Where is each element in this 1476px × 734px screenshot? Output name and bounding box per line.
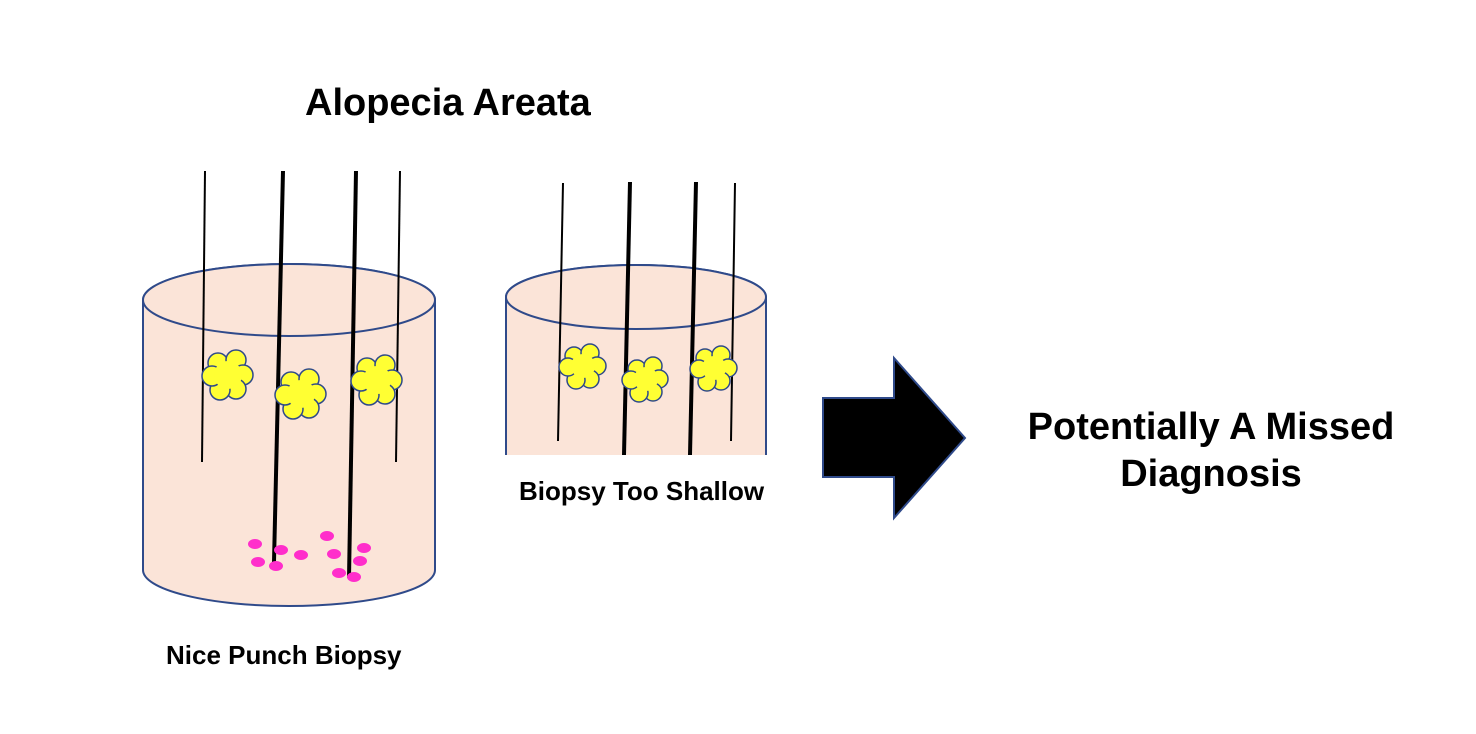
- nice-punch-biopsy-cylinder: [142, 170, 436, 607]
- nice-hair-shaft-4: [395, 170, 401, 463]
- nice-cylinder-top: [142, 263, 436, 337]
- shallow-hair-shaft-1: [557, 182, 564, 442]
- shallow-biopsy-label: Biopsy Too Shallow: [519, 476, 765, 506]
- nice-infiltrate-blob-3: [350, 354, 403, 406]
- shallow-cylinder-top: [505, 264, 767, 330]
- nice-punch-biopsy-label: Nice Punch Biopsy: [166, 640, 402, 670]
- shallow-hair-shaft-4: [730, 182, 736, 442]
- nice-hair-shaft-1: [201, 170, 206, 463]
- shallow-infiltrate-blob-2: [621, 356, 669, 403]
- nice-infiltrate-blob-1: [201, 349, 254, 401]
- conclusion-text: Potentially A Missed Diagnosis: [1027, 406, 1395, 495]
- shallow-infiltrate-blob-1: [558, 343, 607, 390]
- shallow-hair-shaft-3: [688, 181, 698, 456]
- nice-bulb-cells: [248, 531, 371, 582]
- diagram-title: Alopecia Areata: [305, 82, 591, 124]
- shallow-hair-shaft-2: [622, 181, 632, 456]
- nice-infiltrate-blob-2: [274, 368, 327, 420]
- shallow-infiltrate-blob-3: [689, 345, 738, 392]
- right-arrow-icon: [822, 355, 967, 521]
- shallow-biopsy-cylinder: [505, 181, 768, 458]
- nice-hair-shaft-2: [272, 170, 285, 563]
- shallow-cylinder-cut-edge: [505, 455, 768, 458]
